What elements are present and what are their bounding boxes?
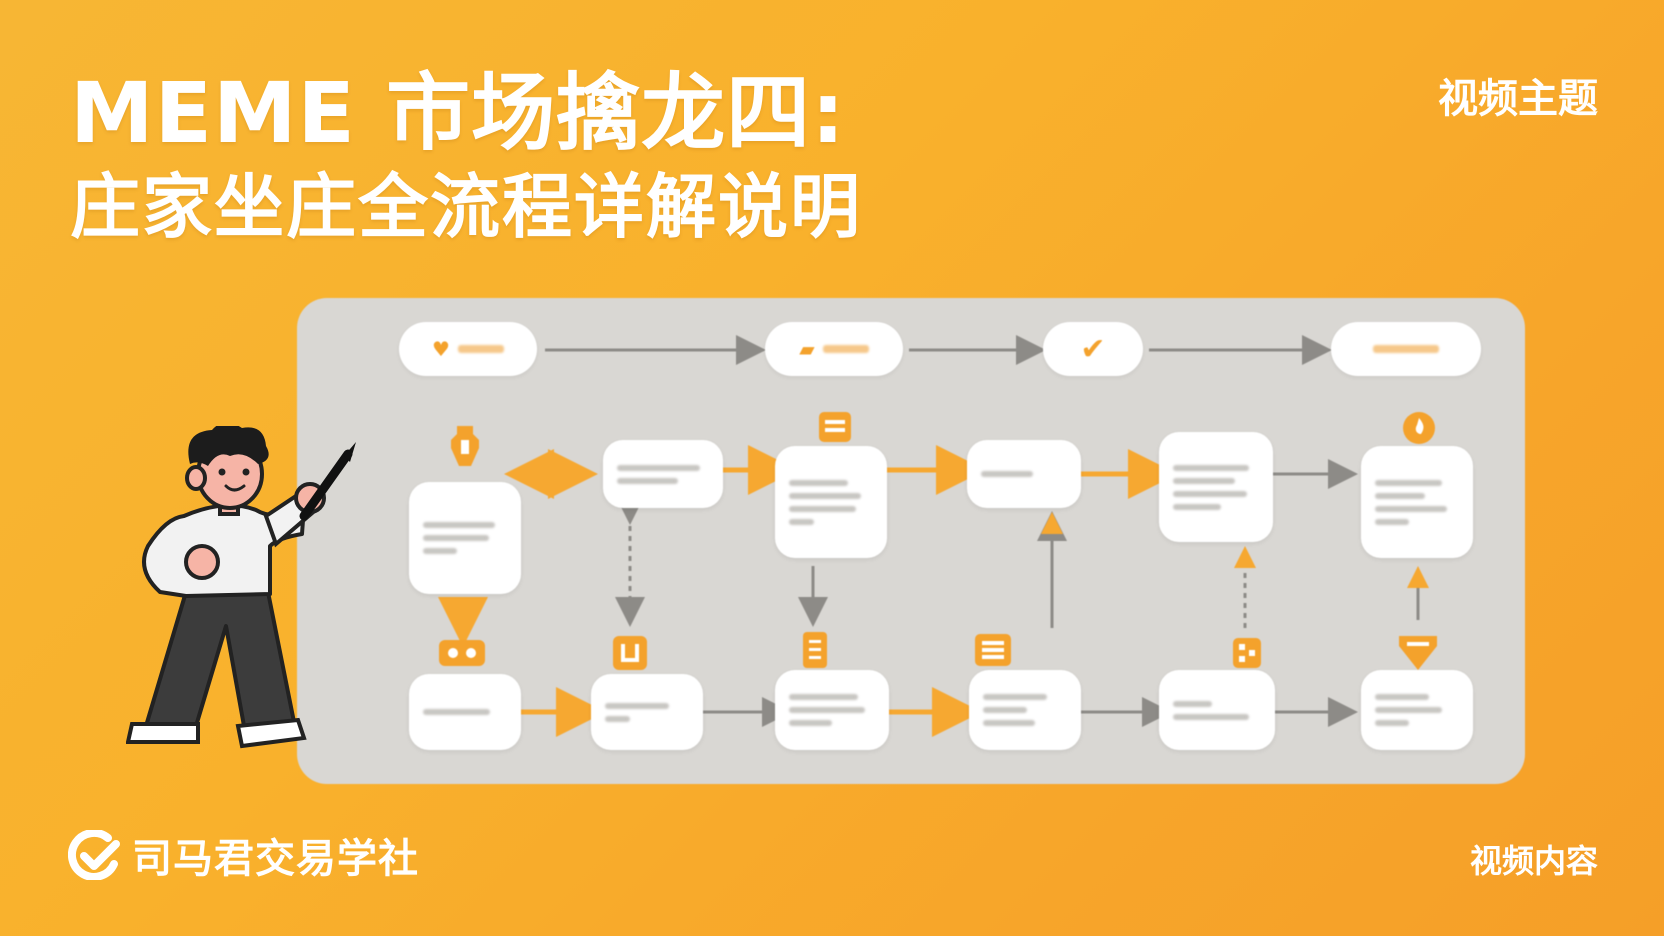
flow-box [969,670,1081,750]
flow-step-pill-1: ♥ [399,322,537,376]
topic-label: 视频主题 [1438,76,1598,122]
flow-box [409,674,521,750]
heart-icon: ♥ [432,337,450,361]
menu-icon [975,634,1011,666]
bottle-icon [451,426,479,466]
chat-icon: ▰ [799,337,815,361]
flow-box [775,670,889,750]
flow-arrows [438,335,1429,737]
flow-box [775,446,887,558]
grid-icon [1233,638,1261,668]
list-icon [803,632,827,668]
shield-icon [1399,636,1437,670]
flowchart-panel: ♥ ▰ ✔ [297,298,1525,784]
title-line-1: MEME 市场擒龙四: [70,64,846,162]
flow-step-pill-3: ✔ [1043,322,1143,376]
cartoon-presenter [126,426,356,749]
square-icon [613,636,647,670]
tape-icon [439,640,485,666]
brand-logo-icon [68,830,120,880]
flame-icon [1403,412,1435,444]
title-line-2: 庄家坐庄全流程详解说明 [70,165,862,248]
content-label: 视频内容 [1469,842,1598,880]
check-icon: ✔ [1080,331,1106,367]
flow-box [967,440,1081,508]
flow-box [1361,670,1473,750]
flow-box [603,440,723,508]
video-title: MEME 市场擒龙四: 庄家坐庄全流程详解说明 [70,64,862,248]
flow-box [591,674,703,750]
flow-box [409,482,521,594]
brand: 司马君交易学社 [68,826,419,884]
flow-step-pill-2: ▰ [765,322,903,376]
brand-name: 司马君交易学社 [132,836,419,882]
flow-box [1361,446,1473,558]
flow-step-pill-4 [1331,322,1481,376]
flow-box [1159,432,1273,542]
document-icon [819,412,851,442]
flow-box [1159,670,1275,750]
